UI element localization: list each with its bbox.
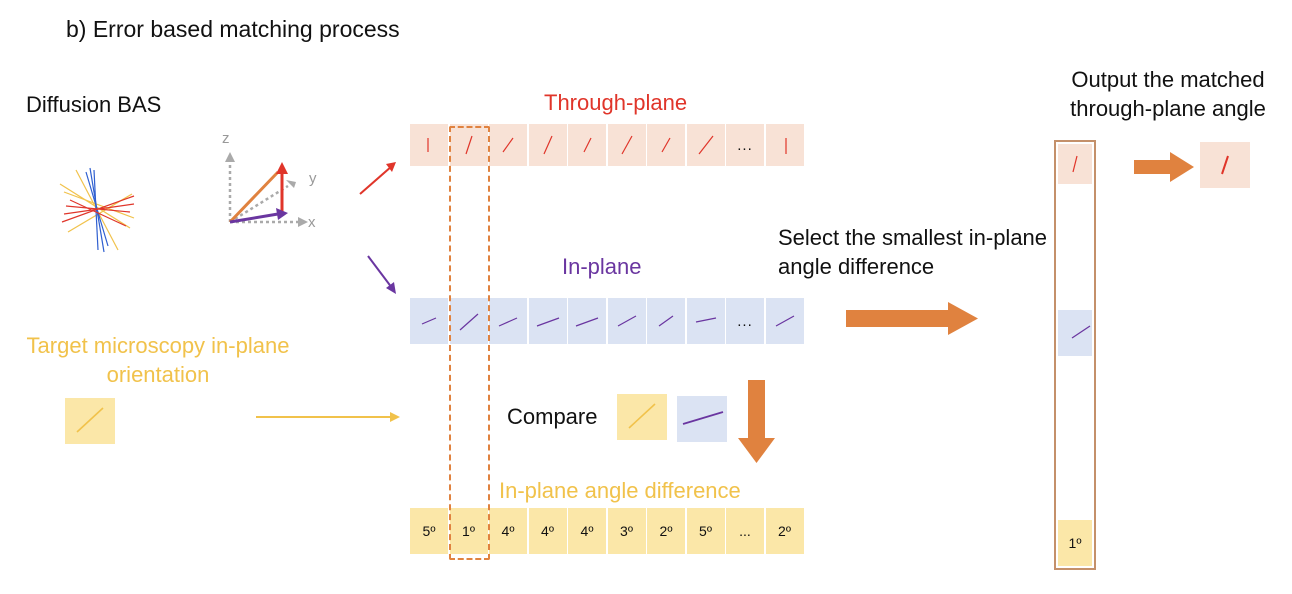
through-plane-cell bbox=[765, 124, 804, 166]
in-plane-row: ... bbox=[410, 298, 805, 344]
select-smallest-label: Select the smallest in-plane angle diffe… bbox=[778, 225, 1048, 279]
output-label: Output the matched through-plane angle bbox=[1070, 67, 1266, 121]
angle-difference-cell: 4º bbox=[528, 508, 567, 554]
z-axis-label: z bbox=[222, 130, 230, 147]
in-plane-label: In-plane bbox=[562, 254, 642, 279]
in-plane-cell bbox=[568, 298, 606, 344]
compare-label: Compare bbox=[507, 404, 598, 429]
angle-difference-label: In-plane angle difference bbox=[499, 478, 741, 503]
in-plane-cell bbox=[449, 298, 488, 344]
branch-arrows bbox=[359, 162, 396, 294]
through-plane-cell bbox=[449, 124, 488, 166]
target-arrow bbox=[256, 412, 400, 422]
in-plane-cell bbox=[607, 298, 646, 344]
through-plane-cell bbox=[607, 124, 646, 166]
angle-difference-cell: 3º bbox=[607, 508, 646, 554]
in-plane-cell bbox=[765, 298, 804, 344]
through-plane-cell bbox=[686, 124, 725, 166]
angle-difference-cell: 2º bbox=[647, 508, 685, 554]
in-plane-cell bbox=[489, 298, 527, 344]
compare-target-tile bbox=[617, 394, 667, 440]
through-plane-cell bbox=[489, 124, 527, 166]
through-plane-cell bbox=[528, 124, 567, 166]
matched-difference-tile: 1º bbox=[1058, 520, 1092, 566]
right-arrow bbox=[846, 302, 978, 335]
output-arrow bbox=[1134, 152, 1194, 182]
coordinate-axes-icon bbox=[225, 152, 308, 227]
compare-inplane-tile bbox=[677, 396, 727, 442]
angle-difference-cell: ... bbox=[726, 508, 764, 554]
matched-in-plane-tile bbox=[1058, 310, 1092, 356]
through-plane-cell bbox=[568, 124, 606, 166]
y-axis-label: y bbox=[309, 170, 317, 187]
in-plane-cell bbox=[410, 298, 448, 344]
through-plane-label: Through-plane bbox=[544, 90, 688, 115]
in-plane-cell bbox=[528, 298, 567, 344]
in-plane-cell bbox=[647, 298, 685, 344]
bas-glyph-icon bbox=[59, 167, 135, 253]
angle-difference-cell: 5º bbox=[686, 508, 725, 554]
angle-difference-cell: 4º bbox=[568, 508, 606, 554]
angle-difference-cell: 4º bbox=[489, 508, 527, 554]
angle-difference-cell: 5º bbox=[410, 508, 448, 554]
output-through-plane-tile bbox=[1200, 142, 1250, 188]
down-arrow bbox=[738, 380, 775, 463]
matched-column bbox=[1054, 140, 1096, 570]
through-plane-ellipsis: ... bbox=[726, 124, 764, 166]
angle-difference-cell: 2º bbox=[765, 508, 804, 554]
matched-through-plane-tile bbox=[1058, 144, 1092, 184]
diffusion-bas-label: Diffusion BAS bbox=[26, 92, 162, 117]
x-axis-label: x bbox=[308, 214, 316, 231]
figure-title: b) Error based matching process bbox=[66, 16, 400, 42]
through-plane-row: ... bbox=[410, 124, 805, 166]
angle-difference-cell: 1º bbox=[449, 508, 488, 554]
selected-column-highlight bbox=[449, 126, 490, 560]
through-plane-cell bbox=[647, 124, 685, 166]
target-orientation-label: Target microscopy in-plane orientation bbox=[26, 333, 290, 387]
through-plane-cell bbox=[410, 124, 448, 166]
target-orientation-tile bbox=[65, 398, 115, 444]
in-plane-ellipsis: ... bbox=[726, 298, 764, 344]
in-plane-cell bbox=[686, 298, 725, 344]
